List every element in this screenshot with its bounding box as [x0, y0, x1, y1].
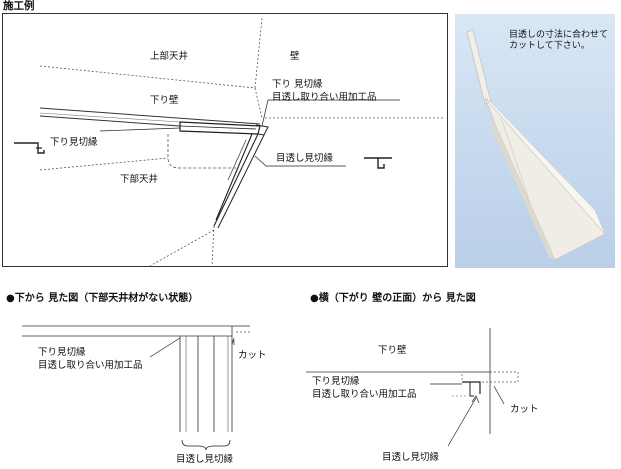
- bottom-brace: [181, 439, 207, 451]
- bottom-view-cut-label: カット: [238, 350, 267, 361]
- side-trim-profile: [462, 381, 481, 394]
- side-view-title: ●横（下がり 壁の正面）から 見た図: [310, 293, 476, 304]
- bottom-view-reveal-label: 目透し見切縁: [176, 454, 234, 465]
- side-view-reveal-label: 目透し見切縁: [382, 452, 440, 463]
- side-view-label-line1: 下り見切縁: [312, 376, 360, 387]
- drop-trim-profile-icon: [14, 142, 45, 154]
- reveal-trim-line1: [213, 133, 259, 227]
- drawing-frame: [2, 13, 448, 267]
- side-view-drop-wall-label: 下り壁: [378, 345, 407, 356]
- ceiling-corner-line: [254, 17, 263, 89]
- product-photo: [455, 14, 615, 268]
- bottom-view-label-line1: 下り見切縁: [38, 347, 86, 358]
- bottom-view-drawing: [22, 325, 252, 451]
- drop-trim-processed-label-line2: 目透し取り合い用加工品: [272, 92, 377, 103]
- side-view-drawing: [306, 328, 519, 447]
- photo-caption-line2: カットして下さい。: [509, 41, 590, 51]
- hidden-outline: [167, 134, 238, 169]
- trim-sample-illustration: [466, 29, 606, 261]
- leader-side-cut: [493, 385, 505, 405]
- lower-ceiling-label: 下部天井: [120, 174, 159, 185]
- side-view-label-line2: 目透し取り合い用加工品: [312, 389, 417, 400]
- drop-trim-processed-label-line1: 下り 見切縁: [272, 79, 323, 90]
- leader-reveal-trim: [254, 155, 346, 167]
- bottom-view-title: ●下から 見た図（下部天井材がない状態）: [6, 293, 199, 304]
- drop-wall-label: 下り壁: [150, 95, 179, 106]
- photo-caption-line1: 目透しの寸法に合わせて: [509, 30, 609, 40]
- side-view-cut-label: カット: [510, 404, 539, 415]
- leader-bottom-processed: [149, 337, 181, 358]
- upper-ceiling-label: 上部天井: [150, 51, 189, 62]
- upper-ceiling-edge: [39, 65, 256, 89]
- drop-trim-piece: [179, 121, 261, 135]
- drop-trim-label: 下り見切縁: [50, 137, 98, 148]
- leader-drop-trim: [99, 127, 181, 132]
- bottom-view-label-line2: 目透し取り合い用加工品: [38, 360, 143, 371]
- reveal-trim-label: 目透し見切縁: [276, 153, 334, 164]
- page-title: 施工例: [3, 0, 35, 12]
- leader-side-reveal: [447, 397, 477, 447]
- side-cut-outline: [461, 371, 519, 383]
- drop-wall-bottom: [39, 115, 181, 127]
- wall-label: 壁: [290, 51, 300, 62]
- drop-wall-top: [39, 107, 261, 125]
